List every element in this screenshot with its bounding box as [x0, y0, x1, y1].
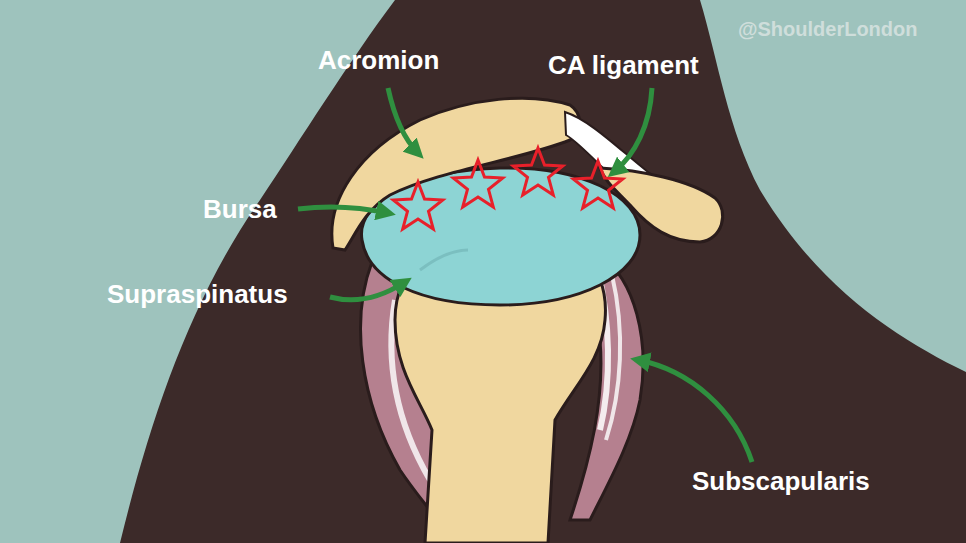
tendon-highlight	[606, 275, 620, 440]
part-label: CA ligament	[548, 51, 699, 80]
star-marker	[393, 182, 442, 229]
leader-arrow	[330, 282, 405, 300]
leader-arrow	[388, 88, 418, 153]
acromion	[332, 98, 580, 250]
impingement-stars	[393, 148, 622, 229]
star-marker	[453, 160, 502, 207]
body-silhouette	[120, 0, 966, 543]
watermark: @ShoulderLondon	[738, 18, 917, 40]
part-label: Subscapularis	[692, 467, 870, 496]
bursa-detail	[420, 250, 468, 270]
part-label: Supraspinatus	[107, 280, 288, 309]
part-label: Bursa	[203, 195, 277, 224]
leader-arrow	[614, 88, 652, 172]
leader-arrow	[638, 360, 752, 462]
part-label: Acromion	[318, 46, 439, 75]
leader-arrow	[298, 207, 388, 213]
star-marker	[513, 148, 562, 195]
